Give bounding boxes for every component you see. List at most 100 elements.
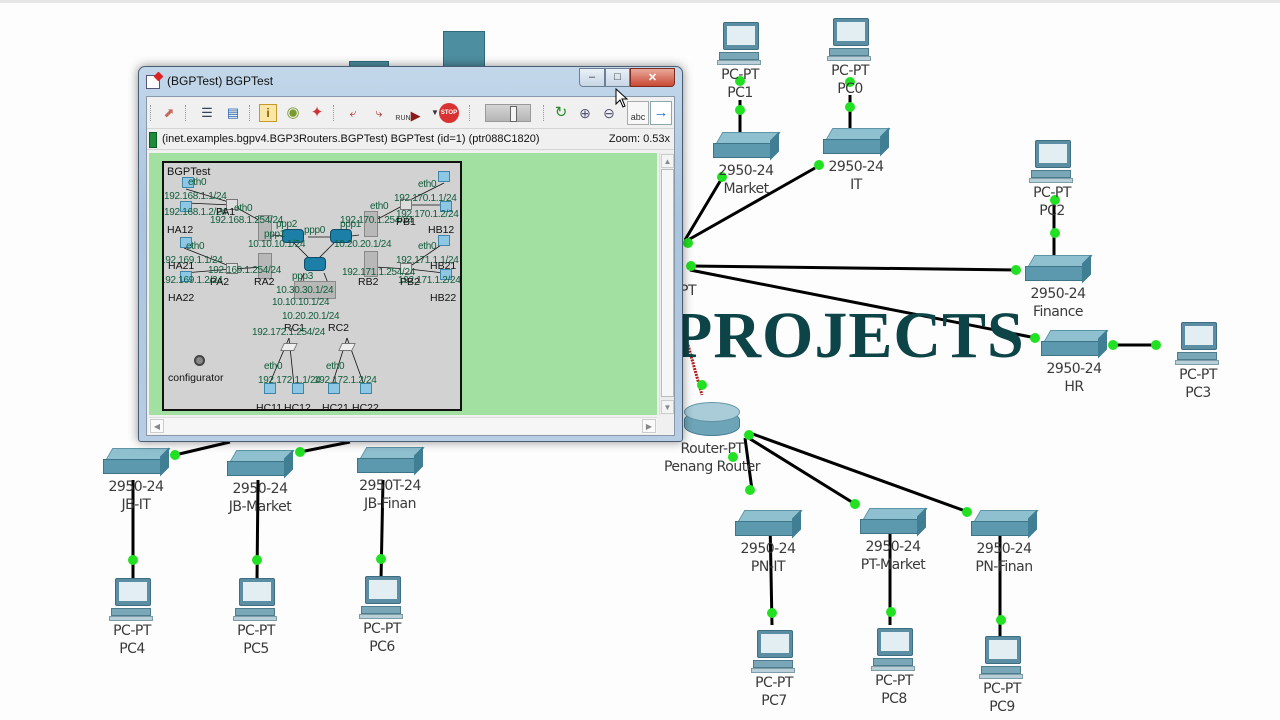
router-icon (684, 400, 740, 440)
switch-icon (103, 447, 171, 478)
switch-JB-Market[interactable]: 2950-24 JB-Market (220, 449, 300, 516)
maximize-icon: □ (614, 71, 621, 83)
router-Penang[interactable]: Router-PT Penang Router (652, 400, 772, 476)
switch-PN-IT[interactable]: 2950-24 PN-IT (728, 509, 808, 576)
scroll-down-icon[interactable]: ▼ (661, 400, 674, 414)
router-RA1-icon[interactable] (258, 215, 272, 241)
switch-JB-Finan[interactable]: 2950T-24 JB-Finan (350, 446, 430, 513)
pc-PC3[interactable]: PC-PT PC3 (1170, 322, 1226, 402)
status-bar: (inet.examples.bgpv4.BGP3Routers.BGPTest… (147, 130, 674, 150)
module-path: (inet.examples.bgpv4.BGP3Routers.BGPTest… (162, 133, 540, 145)
toolbar-separator (543, 105, 545, 121)
horizontal-scrollbar[interactable]: ◀ ▶ (149, 417, 657, 434)
labels-icon[interactable]: abc (627, 101, 649, 125)
host-HA11-icon[interactable] (182, 177, 194, 188)
pc-PC0[interactable]: PC-PT PC0 (822, 18, 878, 98)
pc-icon (359, 576, 405, 620)
host-HA22-icon[interactable] (180, 271, 192, 282)
router-PB2-icon[interactable] (400, 263, 412, 274)
link-status-dot (850, 499, 860, 509)
bgp-router-B-icon[interactable] (330, 229, 352, 243)
host-HC21-icon[interactable] (328, 383, 340, 394)
pc-icon (233, 578, 279, 622)
bgp-router-C-icon[interactable] (304, 257, 326, 271)
pc-icon (827, 18, 873, 62)
host-HA12-icon[interactable] (180, 201, 192, 212)
link-status-dot (1030, 333, 1040, 343)
pc-PC1[interactable]: PC-PT PC1 (712, 22, 768, 102)
zoom-out-icon[interactable]: ⊖ (603, 105, 615, 121)
stop-icon[interactable]: STOP (439, 103, 459, 123)
host-HC12-icon[interactable] (292, 383, 304, 394)
router-RB1-icon[interactable] (364, 211, 378, 237)
router-RA2-icon[interactable] (258, 253, 272, 279)
switch-PN-Finan[interactable]: 2950-24 PN-Finan (964, 509, 1044, 576)
pc-PC5[interactable]: PC-PT PC5 (228, 578, 284, 658)
pc-PC4[interactable]: PC-PT PC4 (104, 578, 160, 658)
run-menu-icon[interactable]: ▼ (431, 108, 439, 117)
bgp-router-A-icon[interactable] (282, 229, 304, 243)
router-PB1-icon[interactable] (400, 199, 412, 210)
switch-icon (713, 131, 781, 162)
step-icon[interactable]: ⤶ (349, 106, 357, 120)
minimize-icon: – (588, 71, 596, 83)
window-titlebar[interactable]: (BGPTest) BGPTest – □ ✕ (139, 67, 682, 95)
host-HA21-icon[interactable] (180, 237, 192, 248)
link-status-dot (1151, 340, 1161, 350)
switch-JB-IT[interactable]: 2950-24 JB-IT (96, 447, 176, 514)
switch-Finance[interactable]: 2950-24 Finance (1018, 254, 1098, 321)
scroll-up-icon[interactable]: ▲ (661, 154, 674, 168)
maximize-button[interactable]: □ (605, 68, 630, 87)
zoom-level: Zoom: 0.53x (608, 133, 670, 145)
host-HC22-icon[interactable] (360, 383, 372, 394)
toolbar-separator (333, 105, 335, 121)
close-button[interactable]: ✕ (630, 68, 675, 87)
pc-PC7[interactable]: PC-PT PC7 (746, 630, 802, 710)
pc-PC2[interactable]: PC-PT PC2 (1024, 140, 1080, 220)
vertical-scroll-thumb[interactable] (661, 169, 674, 397)
pc-icon (1029, 140, 1075, 184)
minimize-button[interactable]: – (579, 68, 605, 87)
link-status-dot (962, 507, 972, 517)
vertical-scrollbar[interactable]: ▲ ▼ (659, 153, 674, 415)
configurator-icon[interactable] (194, 355, 205, 366)
bgptest-window[interactable]: (BGPTest) BGPTest – □ ✕ ⬈ ☰ ▤ i ◉ ✦ ⤶ ⤷ … (138, 66, 683, 442)
speed-slider[interactable] (485, 104, 531, 122)
host-HB12-icon[interactable] (440, 201, 452, 212)
link-status-dot (686, 261, 696, 271)
router-PA2-icon[interactable] (226, 263, 238, 274)
fast-step-icon[interactable]: ⤷ (375, 106, 383, 120)
host-HB11-icon[interactable] (438, 171, 450, 182)
host-HC11-icon[interactable] (264, 383, 276, 394)
router-RC-icon[interactable] (294, 281, 336, 299)
host-HB21-icon[interactable] (438, 235, 450, 246)
pc-PC8[interactable]: PC-PT PC8 (866, 628, 922, 708)
info-icon[interactable]: i (259, 104, 277, 122)
scroll-left-icon[interactable]: ◀ (150, 419, 164, 433)
mouse-cursor-icon (615, 88, 629, 108)
network-icon[interactable]: ◉ (286, 104, 300, 121)
console-icon[interactable]: ▤ (226, 105, 240, 120)
up-arrow-icon[interactable]: ⬈ (163, 105, 175, 120)
zoom-in-icon[interactable]: ⊕ (579, 105, 591, 121)
switch-IT[interactable]: 2950-24 IT (816, 127, 896, 194)
router-partial-label: PT (680, 283, 697, 299)
scroll-right-icon[interactable]: ▶ (642, 419, 656, 433)
tools-icon[interactable]: ✦ (310, 104, 324, 121)
pc-PC9[interactable]: PC-PT PC9 (974, 636, 1030, 716)
switch-HR[interactable]: 2950-24 HR (1034, 329, 1114, 396)
object-list-icon[interactable]: ☰ (201, 105, 213, 120)
refresh-icon[interactable]: ↻ (554, 104, 568, 121)
host-HB22-icon[interactable] (440, 269, 452, 280)
pc-PC6[interactable]: PC-PT PC6 (354, 576, 410, 656)
link-status-dot (1108, 340, 1118, 350)
run-icon[interactable]: RUN▶ (395, 108, 421, 123)
network-canvas[interactable]: BGPTest (149, 153, 657, 415)
router-PA1-icon[interactable] (226, 199, 238, 210)
switch-icon (227, 449, 295, 480)
forward-icon[interactable]: → (650, 101, 672, 125)
switch-Market[interactable]: 2950-24 Market (706, 131, 786, 198)
switch-icon (735, 509, 803, 540)
router-RB2-icon[interactable] (364, 251, 378, 277)
switch-PT-Market[interactable]: 2950-24 PT-Market (850, 507, 936, 574)
